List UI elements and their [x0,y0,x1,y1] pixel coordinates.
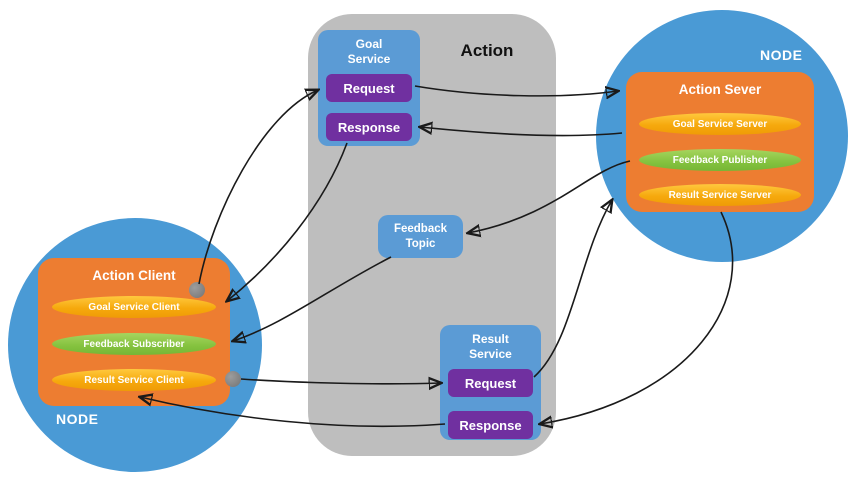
feedback-subscriber-pill: Feedback Subscriber [52,333,216,355]
action-client-title: Action Client [92,268,176,283]
server-node-label: NODE [760,47,803,63]
goal-response-box: Response [326,113,412,141]
goal-service-title: Goal Service [347,37,391,66]
feedback-publisher-pill: Feedback Publisher [639,149,801,171]
result-service-title: Result Service [469,332,512,361]
result-response-box: Response [448,411,533,439]
action-server-title: Action Sever [678,82,762,97]
goal-request-box: Request [326,74,412,102]
result-connector-dot [225,371,241,387]
result-request-box: Request [448,369,533,397]
feedback-topic-title: Feedback Topic [393,222,448,250]
action-panel-title: Action [460,41,514,60]
result-service-client-pill: Result Service Client [52,369,216,391]
goal-service-client-pill: Goal Service Client [52,296,216,318]
client-node-label: NODE [56,411,99,427]
goal-connector-dot [189,282,205,298]
goal-service-server-pill: Goal Service Server [639,113,801,135]
feedback-topic-box: Feedback Topic [378,215,463,258]
result-service-server-pill: Result Service Server [639,184,801,206]
